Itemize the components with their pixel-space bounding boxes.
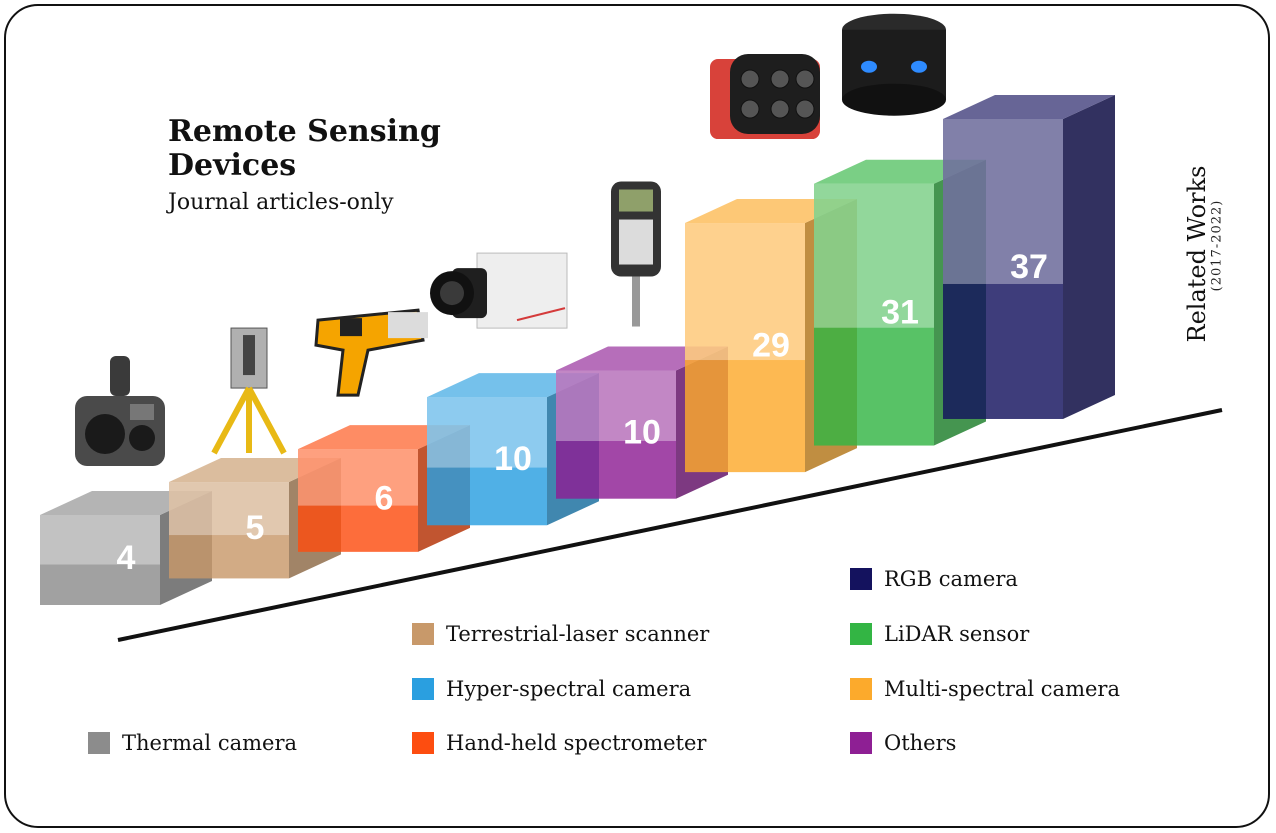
multispectral-camera-icon bbox=[710, 54, 820, 140]
y-axis-label: Related Works bbox=[1183, 165, 1211, 343]
laser-scanner-icon bbox=[211, 327, 287, 455]
legend-label: LiDAR sensor bbox=[884, 622, 1030, 646]
legend-label: Others bbox=[884, 731, 957, 755]
legend-label: Hand-held spectrometer bbox=[446, 731, 707, 755]
bar-top-face bbox=[943, 94, 1115, 119]
data-label-hyper-spectral-camera: 10 bbox=[494, 440, 532, 478]
legend-swatch bbox=[412, 678, 434, 700]
legend-swatch bbox=[850, 732, 872, 754]
bar-rgb-camera: 37 bbox=[943, 94, 1115, 419]
legend-item-hyper-spectral-camera: Hyper-spectral camera bbox=[412, 677, 691, 701]
legend-item-hand-held-spectrometer: Hand-held spectrometer bbox=[412, 731, 706, 755]
handheld-device-icon bbox=[611, 181, 661, 327]
data-label-terrestrial-laser-scanner: 5 bbox=[246, 509, 265, 547]
legend-item-rgb-camera: RGB camera bbox=[850, 567, 1018, 591]
bar-front-face bbox=[685, 223, 805, 473]
legend-swatch bbox=[412, 623, 434, 645]
bar-front-face bbox=[556, 370, 676, 499]
legend-swatch bbox=[850, 623, 872, 645]
bar-highlight bbox=[556, 370, 676, 442]
bar-front-face bbox=[814, 183, 934, 446]
bar-highlight bbox=[40, 515, 160, 565]
chart-title: Remote Sensing Devices bbox=[168, 114, 441, 183]
legend-label: Thermal camera bbox=[122, 731, 298, 755]
legend-item-lidar-sensor: LiDAR sensor bbox=[850, 622, 1029, 646]
chart-subtitle: Journal articles-only bbox=[168, 190, 394, 215]
legend-label: Terrestrial-laser scanner bbox=[446, 622, 710, 646]
bar-multi-spectral-camera: 29 bbox=[685, 199, 857, 473]
data-label-others: 10 bbox=[623, 414, 661, 452]
bar-highlight bbox=[685, 223, 805, 361]
legend-item-thermal-camera: Thermal camera bbox=[88, 731, 297, 755]
thermal-camera-icon bbox=[75, 356, 165, 466]
bar-front-face bbox=[40, 515, 160, 605]
bar-front-face bbox=[427, 397, 547, 526]
bar-side-face bbox=[1063, 94, 1115, 419]
legend-label: RGB camera bbox=[884, 567, 1018, 591]
legend-swatch bbox=[412, 732, 434, 754]
data-label-hand-held-spectrometer: 6 bbox=[375, 479, 394, 517]
bar-highlight bbox=[943, 118, 1063, 284]
baseline-axis bbox=[117, 408, 1223, 642]
hyperspectral-camera-icon bbox=[430, 252, 568, 329]
bar-front-face bbox=[298, 449, 418, 552]
data-label-rgb-camera: 37 bbox=[1010, 248, 1048, 286]
data-label-multi-spectral-camera: 29 bbox=[752, 327, 790, 365]
legend-swatch bbox=[88, 732, 110, 754]
legend-label: Hyper-spectral camera bbox=[446, 677, 692, 701]
handheld-spectrometer-icon bbox=[314, 308, 428, 397]
bars-group: 4 5 6 10 10 29 31 37 bbox=[40, 94, 1115, 605]
bar-front-face bbox=[169, 482, 289, 579]
legend-swatch bbox=[850, 568, 872, 590]
bar-highlight bbox=[298, 449, 418, 506]
bar-highlight bbox=[169, 482, 289, 536]
legend-item-others: Others bbox=[850, 731, 956, 755]
data-label-thermal-camera: 4 bbox=[117, 539, 136, 577]
legend-swatch bbox=[850, 678, 872, 700]
device-illustrations bbox=[75, 13, 946, 466]
legend-item-multi-spectral-camera: Multi-spectral camera bbox=[850, 677, 1120, 701]
y-axis-sublabel: (2017-2022) bbox=[1209, 199, 1225, 292]
bar-front-face bbox=[943, 118, 1063, 419]
data-label-lidar-sensor: 31 bbox=[881, 294, 919, 332]
legend-label: Multi-spectral camera bbox=[884, 677, 1120, 701]
bar-highlight bbox=[427, 397, 547, 468]
legend-item-terrestrial-laser-scanner: Terrestrial-laser scanner bbox=[412, 622, 709, 646]
bar-highlight bbox=[814, 183, 934, 328]
lidar-sensor-icon bbox=[842, 13, 946, 116]
